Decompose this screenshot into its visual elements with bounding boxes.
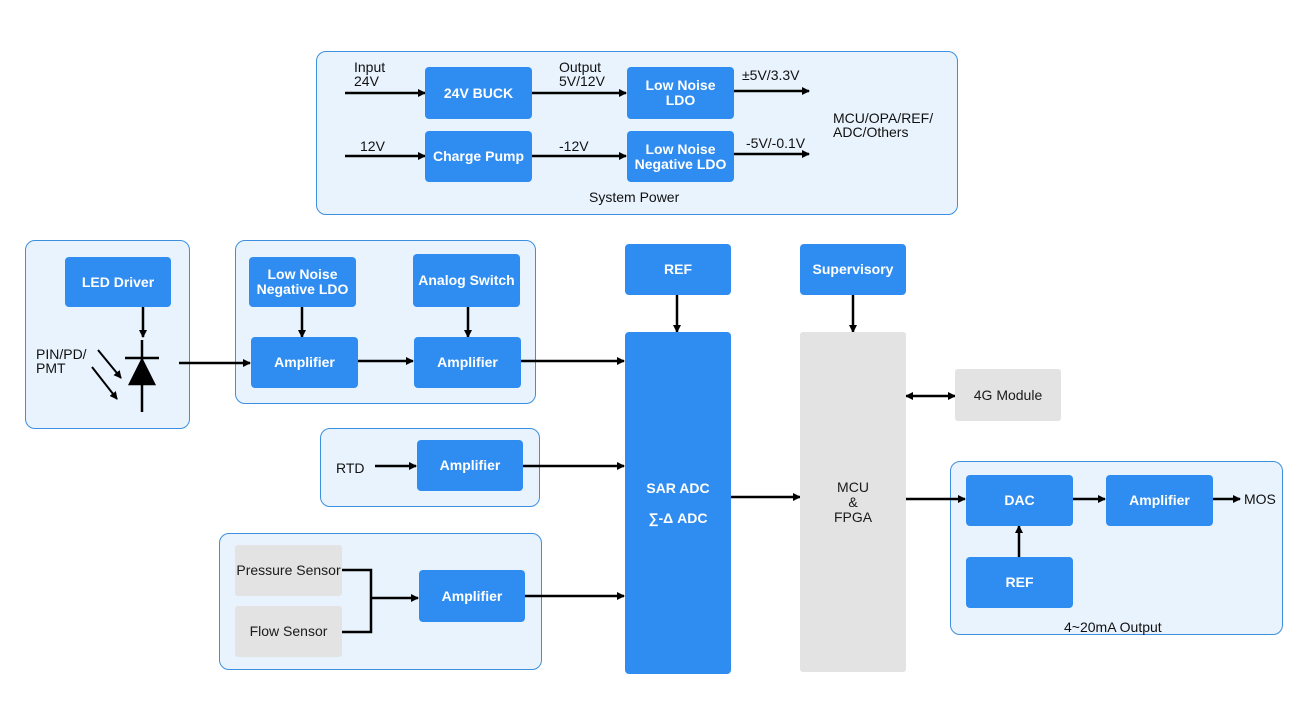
photodiode-icon (125, 340, 159, 412)
power-loads-label: MCU/OPA/REF/ ADC/Others (833, 110, 934, 140)
amplifier-stage2-block: Amplifier (414, 337, 521, 388)
low-noise-ldo-block: Low Noise LDO (627, 67, 734, 119)
pressure-sensor-block: Pressure Sensor (235, 545, 342, 596)
led-driver-block: LED Driver (65, 257, 171, 307)
system-power-caption: System Power (589, 189, 680, 205)
current-output-caption: 4~20mA Output (1064, 619, 1162, 635)
rtd-amplifier-block: Amplifier (417, 440, 523, 491)
buck-output-label: Output 5V/12V (559, 59, 605, 89)
sensor-amplifier-block: Amplifier (419, 570, 525, 622)
adc-block: SAR ADC ∑-Δ ADC (625, 332, 731, 674)
pump-output-label: -12V (559, 138, 589, 154)
wire-pressure (342, 568, 373, 634)
analog-switch-block: Analog Switch (413, 254, 520, 307)
mcu-fpga-block: MCU & FPGA (800, 332, 906, 672)
sar-adc-label: SAR ADC (646, 479, 710, 496)
sigma-delta-adc-label: ∑-Δ ADC (648, 509, 708, 526)
negative-ldo-block: Low Noise Negative LDO (627, 131, 734, 182)
adc-ref-block: REF (625, 244, 731, 295)
buck-converter-block: 24V BUCK (425, 67, 532, 119)
power-12v-label: 12V (360, 138, 385, 154)
charge-pump-block: Charge Pump (425, 131, 532, 182)
supervisory-block: Supervisory (800, 244, 906, 295)
dac-block: DAC (966, 475, 1073, 526)
light-rays-icon (91, 349, 122, 400)
output-amplifier-block: Amplifier (1106, 475, 1213, 526)
rtd-label: RTD (336, 460, 365, 476)
negative-ldo-output-label: -5V/-0.1V (746, 135, 806, 151)
negative-ldo-bias-block: Low Noise Negative LDO (249, 257, 356, 307)
pin-pd-pmt-label: PIN/PD/ PMT (36, 346, 87, 376)
flow-sensor-block: Flow Sensor (235, 606, 342, 657)
4g-module-block: 4G Module (955, 369, 1061, 421)
power-input-label: Input 24V (354, 59, 386, 89)
amplifier-stage1-block: Amplifier (251, 337, 358, 388)
ldo-output-label: ±5V/3.3V (742, 67, 800, 83)
mos-label: MOS (1244, 491, 1276, 507)
dac-ref-block: REF (966, 557, 1073, 608)
